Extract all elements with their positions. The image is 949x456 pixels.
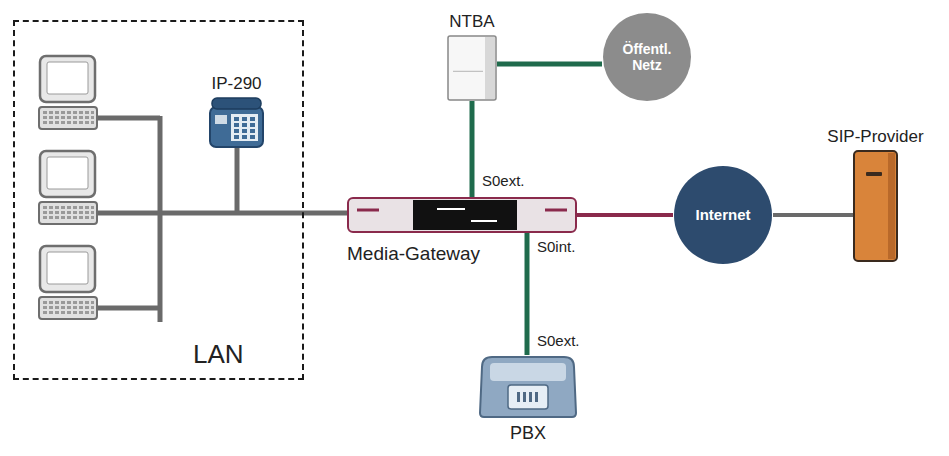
pbx-port — [529, 392, 532, 402]
ip-phone: IP-290 — [208, 97, 265, 149]
ip-phone-outline — [208, 97, 265, 149]
pbx-panel — [508, 385, 548, 409]
phone-key — [242, 129, 247, 133]
connector-line — [577, 213, 673, 217]
ntba-box: NTBA — [447, 35, 497, 101]
gateway-led — [357, 209, 379, 212]
ntba-shade — [485, 37, 495, 99]
connector-line — [525, 233, 530, 355]
phone-key — [250, 135, 255, 139]
circle-label: Internet — [683, 206, 763, 223]
gateway-slot — [437, 208, 465, 210]
lan-region: IP-290LAN — [13, 20, 304, 380]
ntba-seam — [453, 71, 483, 72]
server-case — [854, 151, 897, 261]
phone-handset — [212, 98, 261, 109]
pbx-housing — [480, 357, 576, 417]
phone-key — [234, 135, 239, 139]
phone-display — [215, 115, 227, 124]
connector-line — [470, 101, 475, 197]
gateway-device-outline — [347, 197, 577, 233]
gateway-device: Media-Gateway — [347, 197, 577, 233]
ntba-box-outline — [447, 35, 497, 101]
server-symbol-outline — [853, 150, 898, 262]
bus-wire — [97, 211, 160, 216]
phone-key — [234, 117, 239, 121]
pbx-port — [523, 392, 526, 402]
gateway-led — [545, 209, 567, 212]
computer-symbol — [39, 151, 97, 224]
pbx-top — [490, 363, 566, 381]
server-slot — [866, 172, 882, 176]
device-label: Media-Gateway — [347, 243, 480, 265]
ntba-housing — [448, 36, 496, 100]
phone-key — [242, 117, 247, 121]
phone-body — [210, 107, 263, 147]
interface-label: S0int. — [535, 238, 577, 255]
gateway-slot — [471, 220, 497, 222]
device-label: PBX — [510, 423, 546, 444]
pbx-port — [517, 392, 520, 402]
connector-line — [304, 211, 347, 216]
network-circle: Öffentl. Netz — [602, 12, 692, 102]
device-label: SIP-Provider — [827, 127, 923, 147]
device-label: NTBA — [449, 12, 494, 32]
bus-wire — [97, 116, 160, 121]
computer-symbol — [39, 246, 97, 319]
phone-key — [250, 129, 255, 133]
phone-key — [250, 123, 255, 127]
region-label: LAN — [193, 340, 244, 370]
computer-symbol — [39, 56, 97, 129]
phone-keypad — [231, 114, 258, 141]
phone-key — [234, 123, 239, 127]
server-side — [888, 153, 895, 259]
phone-key — [250, 117, 255, 121]
interface-label: S0ext. — [535, 332, 582, 349]
circle-outline — [603, 13, 691, 101]
bus-wire — [158, 116, 163, 322]
gateway-front — [413, 200, 517, 230]
pbx-device-outline — [478, 355, 578, 419]
connector-line — [773, 213, 853, 217]
phone-wire — [235, 148, 240, 213]
pbx-port — [535, 392, 538, 402]
lan-bus — [97, 116, 304, 322]
server-symbol: SIP-Provider — [853, 150, 898, 262]
gateway-housing — [348, 198, 576, 232]
pbx-device: PBX — [478, 355, 578, 419]
phone-key — [242, 123, 247, 127]
interface-label: S0ext. — [480, 172, 527, 189]
device-label: IP-290 — [211, 74, 261, 94]
circle-outline — [674, 166, 772, 264]
bus-wire — [160, 211, 304, 216]
circle-label: Öffentl. Netz — [612, 41, 682, 73]
phone-key — [234, 129, 239, 133]
internet-circle: Internet — [673, 165, 773, 265]
phone-key — [242, 135, 247, 139]
bus-wire — [97, 306, 160, 311]
connector-line — [497, 62, 602, 67]
